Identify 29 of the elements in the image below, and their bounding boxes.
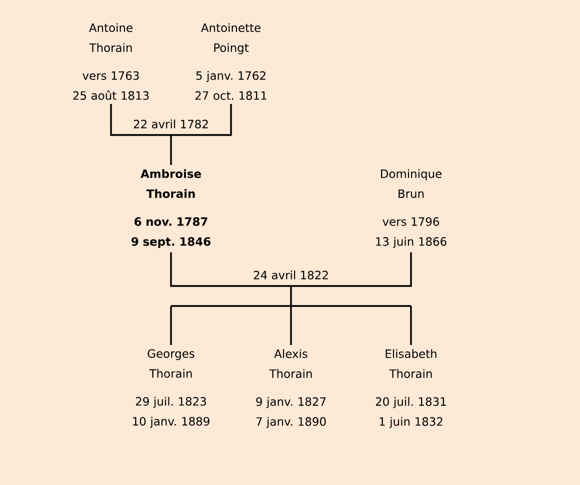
- death-date: 7 janv. 1890: [256, 416, 326, 428]
- edge-label: 22 avril 1782: [134, 120, 208, 128]
- death-date: 13 juin 1866: [376, 236, 446, 248]
- connector-line: [170, 306, 172, 345]
- connector-line: [410, 306, 412, 345]
- birth-date: vers 1796: [382, 217, 439, 226]
- birth-date: 9 janv. 1827: [256, 397, 326, 408]
- death-date: 10 janv. 1889: [133, 416, 210, 428]
- death-date: 25 août 1813: [73, 90, 149, 100]
- birth-date: vers 1763: [82, 71, 139, 80]
- edge-label: 24 avril 1822: [254, 270, 328, 280]
- birth-date: 5 janv. 1762: [196, 71, 266, 82]
- birth-date: 20 juil. 1831: [376, 397, 446, 408]
- death-date: 9 sept. 1846: [132, 237, 210, 248]
- person-name: Alexis Thorain: [269, 349, 312, 378]
- connector-line: [170, 251, 412, 307]
- person-name: Antoine Thorain: [89, 23, 132, 52]
- connector-line: [170, 135, 172, 165]
- person-name: Antoinette Poingt: [201, 23, 260, 54]
- death-date: 1 juin 1832: [380, 416, 442, 428]
- connector-line: [290, 306, 292, 345]
- person-name: Georges Thorain: [148, 349, 194, 378]
- person-name: Dominique Brun: [381, 169, 442, 198]
- person-name: Ambroise Thorain: [140, 169, 201, 198]
- connector-line: [110, 104, 232, 136]
- person-name: Elisabeth Thorain: [386, 349, 436, 378]
- death-date: 27 oct. 1811: [195, 91, 266, 100]
- birth-date: 29 juil. 1823: [136, 396, 206, 408]
- birth-date: 6 nov. 1787: [134, 217, 208, 226]
